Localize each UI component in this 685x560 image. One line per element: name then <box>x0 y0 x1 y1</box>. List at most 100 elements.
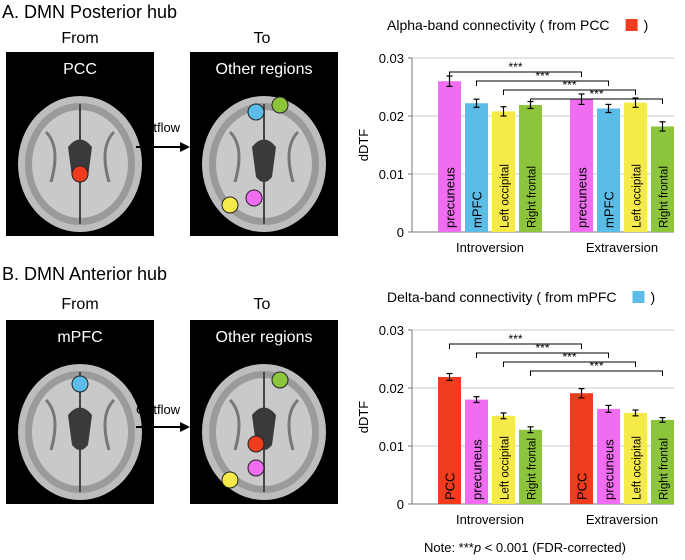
panel-b-target-region-label: Other regions <box>216 329 313 346</box>
y-tick-label: 0 <box>397 225 404 240</box>
significance-bracket <box>530 98 663 104</box>
bar-label-left-occipital: Left occipital <box>500 436 512 500</box>
significance-bracket <box>503 89 636 95</box>
panel-b-outflow-arrow-icon <box>136 422 190 432</box>
panel-a-from-label: From <box>61 30 99 47</box>
bar-pcc <box>438 376 461 504</box>
chart-title: Delta-band connectivity ( from mPFC <box>387 289 617 305</box>
bar-right-frontal <box>519 429 542 504</box>
bar-precuneus <box>570 99 593 233</box>
alpha-connectivity-chart: Alpha-band connectivity ( from PCC) 0 0.01… <box>356 17 674 255</box>
bar-right-frontal <box>651 419 674 504</box>
category-label: Introversion <box>456 240 524 255</box>
chart-title-end: ) <box>644 17 649 33</box>
bar-precuneus <box>438 81 461 232</box>
y-axis-label: dDTF <box>356 129 371 162</box>
right-frontal-target-marker <box>271 371 289 389</box>
category-label: Introversion <box>456 512 524 527</box>
significance-bracket <box>503 361 636 367</box>
note-prefix: Note: *** <box>424 540 474 555</box>
significance-note: Note: ***p < 0.001 (FDR-corrected) <box>424 540 626 555</box>
panel-b-from-label: From <box>61 296 99 313</box>
significance-bracket <box>476 352 609 358</box>
significance-bracket <box>530 370 663 376</box>
bar-precuneus <box>597 408 620 504</box>
y-tick-label: 0.02 <box>379 381 404 396</box>
panel-b-source-brain: mPFC <box>6 320 154 504</box>
significance-bracket <box>449 71 582 77</box>
panel-a-target-region-label: Other regions <box>216 61 313 78</box>
brain-axial-icon <box>18 96 142 232</box>
bar-label-mpfc: mPFC <box>602 191 617 228</box>
bar-label-right-frontal: Right frontal <box>527 438 539 500</box>
pcc-target-marker <box>247 435 265 453</box>
y-tick-label: 0.02 <box>379 109 404 124</box>
note-suffix: < 0.001 (FDR-corrected) <box>481 540 626 555</box>
bar-left-occipital <box>492 415 515 504</box>
panel-b-to-label: To <box>253 296 271 313</box>
panel-a-target-brain: Other regions <box>190 52 338 236</box>
panel-a-outflow-arrow-icon <box>136 142 190 152</box>
panel-a-to-label: To <box>253 30 271 47</box>
bar-label-precuneus: precuneus <box>575 167 590 228</box>
source-color-swatch <box>632 291 645 303</box>
panel-a-source-brain: PCC <box>6 52 154 236</box>
chart-title: Alpha-band connectivity ( from PCC <box>387 17 610 33</box>
significance-label: *** <box>562 350 576 364</box>
bar-label-pcc: PCC <box>443 473 458 500</box>
y-tick-label: 0.01 <box>379 167 404 182</box>
significance-bracket <box>476 80 609 86</box>
bar-left-occipital <box>624 102 647 232</box>
significance-label: *** <box>535 69 549 83</box>
category-label: Extraversion <box>586 512 658 527</box>
bar-left-occipital <box>492 111 515 232</box>
left-occipital-target-marker <box>221 196 239 214</box>
bar-label-pcc: PCC <box>575 473 590 500</box>
mpfc-seed-marker <box>71 375 89 393</box>
significance-label: *** <box>508 60 522 74</box>
delta-connectivity-chart: Delta-band connectivity ( from mPFC) 0 0.0… <box>356 289 674 527</box>
chart-title-end: ) <box>651 289 656 305</box>
bar-mpfc <box>597 108 620 232</box>
brain-axial-icon <box>18 364 142 500</box>
significance-bracket <box>449 343 582 349</box>
panel-b-source-region-label: mPFC <box>57 329 102 346</box>
y-tick-label: 0.01 <box>379 439 404 454</box>
source-color-swatch <box>625 19 638 31</box>
significance-label: *** <box>589 87 603 101</box>
panel-a-title: A. DMN Posterior hub <box>2 2 178 22</box>
y-tick-label: 0 <box>397 497 404 512</box>
precuneus-target-marker <box>247 459 265 477</box>
y-tick-label: 0.03 <box>379 323 404 338</box>
panel-a-source-region-label: PCC <box>63 61 97 78</box>
right-frontal-target-marker <box>271 96 289 114</box>
y-tick-label: 0.03 <box>379 51 404 66</box>
bar-label-left-occipital: Left occipital <box>500 164 512 228</box>
bar-right-frontal <box>519 104 542 232</box>
bar-label-right-frontal: Right frontal <box>527 166 539 228</box>
bar-precuneus <box>465 399 488 504</box>
bar-left-occipital <box>624 412 647 504</box>
mpfc-target-marker <box>247 103 265 121</box>
panel-b-title: B. DMN Anterior hub <box>2 264 168 284</box>
note-p-symbol: p <box>473 540 482 555</box>
brain-axial-icon <box>202 364 326 500</box>
significance-label: *** <box>562 78 576 92</box>
bar-label-left-occipital: Left occipital <box>632 164 644 228</box>
panel-b-target-brain: Other regions <box>190 320 338 504</box>
precuneus-target-marker <box>245 189 263 207</box>
bar-label-precuneus: precuneus <box>443 167 458 228</box>
bar-right-frontal <box>651 126 674 232</box>
bar-mpfc <box>465 103 488 233</box>
panel-b-outflow-label: Outflow <box>136 402 181 417</box>
pcc-seed-marker <box>71 165 89 183</box>
bar-label-right-frontal: Right frontal <box>659 438 671 500</box>
y-axis-label: dDTF <box>356 401 371 434</box>
left-occipital-target-marker <box>221 471 239 489</box>
bar-label-left-occipital: Left occipital <box>632 436 644 500</box>
category-label: Extraversion <box>586 240 658 255</box>
significance-label: *** <box>508 332 522 346</box>
significance-label: *** <box>589 359 603 373</box>
panel-a-outflow-label: Outflow <box>136 120 181 135</box>
brain-axial-icon <box>202 96 326 232</box>
